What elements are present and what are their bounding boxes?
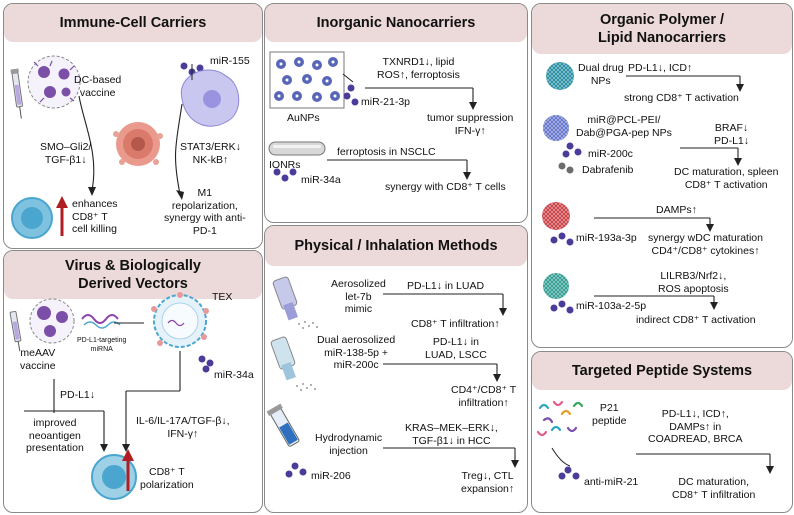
physical-graphics: [266, 276, 519, 478]
aerosolized-let7b-label: Aerosolized let-7b mimic: [331, 278, 386, 315]
inhaler-icon: [270, 336, 296, 381]
tex-label: TEX: [212, 291, 233, 303]
cd8-t-cell-icon: [91, 454, 137, 500]
dc-maturation-spleen-label: DC maturation, spleen CD8⁺ T activation: [674, 166, 779, 191]
cd8-polarization-label: CD8⁺ T polarization: [140, 466, 194, 491]
pdl1-targeting-label: PD-L1-targeting miRNA: [77, 337, 127, 353]
peptide-graphics: [536, 400, 774, 480]
peptide-title: Targeted Peptide Systems: [532, 352, 792, 390]
inorganic-panel: Inorganic Nanocarriers TXNRD1↓, lipid RO…: [264, 3, 528, 223]
mirna-dots-icon: [285, 462, 307, 478]
mirna-dots-icon: [562, 142, 582, 158]
mir34a-label: miR-34a: [214, 369, 254, 381]
kras-mek-erk-label: KRAS–MEK–ERK↓, TGF-β1↓ in HCC: [405, 422, 498, 447]
tumor-cell-icon: [113, 122, 163, 166]
syringe-icon: [10, 68, 24, 119]
synergy-cd8-label: synergy with CD8⁺ T cells: [385, 181, 506, 193]
aerosol-spray-icon: [296, 383, 316, 391]
treg-ctl-label: Treg↓, CTL expansion↑: [461, 470, 515, 495]
txnrd1-label: TXNRD1↓, lipid ROS↑, ferroptosis: [377, 56, 460, 81]
polymer-nanoparticle-icon: [543, 115, 569, 141]
injection-tube-icon: [266, 403, 300, 447]
mirna-dots-icon: [198, 355, 214, 373]
dc-maturation-cd8-label: DC maturation, CD8⁺ T infiltration: [672, 476, 756, 501]
organic-title: Organic Polymer / Lipid Nanocarriers: [532, 4, 792, 54]
tex-exosome-icon: [151, 292, 209, 348]
mirna-dots-icon: [343, 84, 359, 106]
strong-cd8-label: strong CD8⁺ T activation: [624, 92, 739, 104]
mir206-label: miR-206: [311, 470, 351, 482]
meaav-vaccine-label: meAAV vaccine: [20, 347, 56, 372]
inorganic-graphics: [268, 51, 477, 182]
mirna-strand-icon: [81, 314, 119, 324]
braf-pdl1-label: BRAF↓ PD-L1↓: [714, 122, 750, 147]
inorganic-title: Inorganic Nanocarriers: [265, 4, 527, 42]
cd4-cd8-infiltration-label: CD4⁺/CD8⁺ T infiltration↑: [451, 384, 517, 409]
arrow-up-icon: [56, 196, 68, 236]
immune-cell-graphics: [10, 55, 240, 239]
tumor-suppression-label: tumor suppression IFN-γ↑: [427, 112, 514, 137]
virus-vector-graphics: [9, 292, 214, 500]
immune-cell-title: Immune-Cell Carriers: [4, 4, 262, 42]
mirna-dots-icon: [550, 232, 574, 246]
virus-vector-panel: Virus & Biologically Derived Vectors: [3, 250, 263, 513]
virus-vector-title: Virus & Biologically Derived Vectors: [4, 251, 262, 299]
mir193a-label: miR-193a-3p: [576, 232, 637, 244]
dabrafenib-dots-icon: [558, 162, 574, 174]
il6-il17a-label: IL-6/IL-17A/TGF-β↓, IFN-γ↑: [136, 415, 230, 440]
pdl1-icd-damps-label: PD-L1↓, ICD↑, DAMPs↑ in COADREAD, BRCA: [648, 408, 743, 445]
mir155-label: miR-155: [210, 55, 250, 67]
aunps-label: AuNPs: [287, 112, 320, 124]
t-cell-icon: [11, 197, 53, 239]
immune-cell-panel: Immune-Cell Carriers: [3, 3, 263, 249]
m1-repolarization-label: M1 repolarization, synergy with anti- PD…: [164, 187, 246, 237]
organic-panel: Organic Polymer / Lipid Nanocarriers Dua…: [531, 3, 793, 348]
arrow-up-icon: [122, 449, 134, 491]
inhaler-icon: [272, 276, 298, 321]
organic-graphics: [542, 62, 744, 314]
improved-neoantigen-label: improved neoantigen presentation: [26, 417, 84, 454]
p21-peptide-label: P21 peptide: [592, 402, 627, 427]
ferroptosis-nsclc-label: ferroptosis in NSCLC: [337, 146, 436, 158]
anti-mir21-label: anti-miR-21: [584, 476, 639, 488]
pdl1-luad-lscc-label: PD-L1↓ in LUAD, LSCC: [425, 336, 487, 361]
pcl-pei-label: miR@PCL-PEI/ Dab@PGA-pep NPs: [576, 114, 672, 139]
physical-title: Physical / Inhalation Methods: [265, 226, 527, 266]
mir200c-label: miR-200c: [588, 148, 633, 160]
dual-drug-nanoparticle-icon: [546, 62, 574, 90]
enhances-cd8-label: enhances CD8⁺ T cell killing: [72, 198, 118, 235]
dual-aerosolized-label: Dual aerosolized miR-138-5p + miR-200c: [317, 334, 396, 371]
mir21-3p-label: miR-21-3p: [361, 96, 411, 108]
dc-vaccine-label: DC-based vaccine: [74, 74, 122, 99]
mirna-dots-icon: [273, 168, 297, 182]
syringe-icon: [9, 310, 22, 352]
pdl1-icd-label: PD-L1↓, ICD↑: [628, 62, 693, 74]
aerosol-spray-icon: [298, 321, 318, 329]
macrophage-icon: [180, 69, 240, 127]
peptide-panel: Targeted Peptide Systems P21 peptide PD-…: [531, 351, 793, 513]
lilrb3-nrf2-label: LILRB3/Nrf2↓, ROS apoptosis: [658, 270, 729, 295]
lipid-nanoparticle-icon: [543, 273, 569, 299]
synergy-wdc-label: synergy wDC maturation CD4⁺/CD8⁺ cytokin…: [648, 232, 763, 257]
indirect-cd8-label: indirect CD8⁺ T activation: [636, 314, 756, 326]
dual-drug-label: Dual drug NPs: [578, 62, 624, 87]
stat3-erk-label: STAT3/ERK↓ NK-kB↑: [180, 141, 241, 166]
cd8-infiltration-label: CD8⁺ T infiltration↑: [411, 318, 500, 330]
ionrs-nanorod-icon: [268, 141, 326, 156]
pdl1-down-label: PD-L1↓: [60, 389, 96, 401]
physical-panel: Physical / Inhalation Methods Aerosoli: [264, 225, 528, 513]
damps-label: DAMPs↑: [656, 204, 697, 216]
dendritic-cell-icon: [38, 66, 71, 98]
ionrs-label: IONRs: [269, 159, 301, 171]
hydrodynamic-injection-label: Hydrodynamic injection: [315, 432, 383, 457]
mir34a-label: miR-34a: [301, 174, 341, 186]
p21-peptide-icon: [536, 400, 584, 437]
red-nanoparticle-icon: [542, 202, 570, 230]
mirna-dots-icon: [558, 466, 580, 480]
mir103a-label: miR-103a-2-5p: [576, 300, 647, 312]
smo-gli2-label: SMO–Gli2/ TGF-β1↓: [40, 141, 92, 166]
mirna-dots-icon: [550, 300, 574, 314]
pdl1-luad-label: PD-L1↓ in LUAD: [407, 280, 485, 292]
dabrafenib-label: Dabrafenib: [582, 164, 634, 176]
